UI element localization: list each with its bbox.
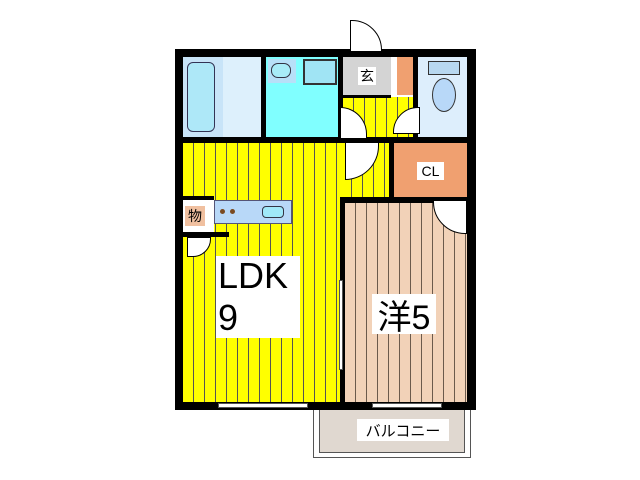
outer-wall-right (467, 49, 476, 410)
washer-icon (303, 59, 337, 85)
entrance-label: 玄 (358, 67, 376, 85)
entrance-door-icon (350, 20, 382, 52)
bath-dressing (223, 57, 261, 137)
ldk-window (218, 403, 308, 408)
kitchen-sink-icon (262, 206, 284, 218)
western-room-label: 洋5 (372, 294, 436, 337)
outer-wall-bottom (175, 402, 476, 410)
storage-label: 物 (185, 206, 205, 226)
stove-burner-icon (220, 209, 225, 214)
toilet-bowl-icon (432, 78, 456, 112)
bedroom-window (372, 403, 442, 408)
shoe-cabinet (397, 57, 413, 95)
closet-label: CL (417, 162, 444, 180)
stove-burner-icon (230, 209, 235, 214)
outer-wall-left (175, 49, 183, 410)
outer-wall-top (175, 49, 476, 57)
balcony-label: バルコニー (357, 419, 449, 441)
sliding-door (339, 280, 343, 370)
toilet-tank-icon (428, 61, 460, 75)
ldk-label-box (216, 256, 300, 338)
bathtub (187, 62, 215, 132)
sink-icon (271, 63, 291, 78)
ldk-size: 9 (218, 297, 239, 338)
ldk-label: LDK (218, 255, 289, 296)
